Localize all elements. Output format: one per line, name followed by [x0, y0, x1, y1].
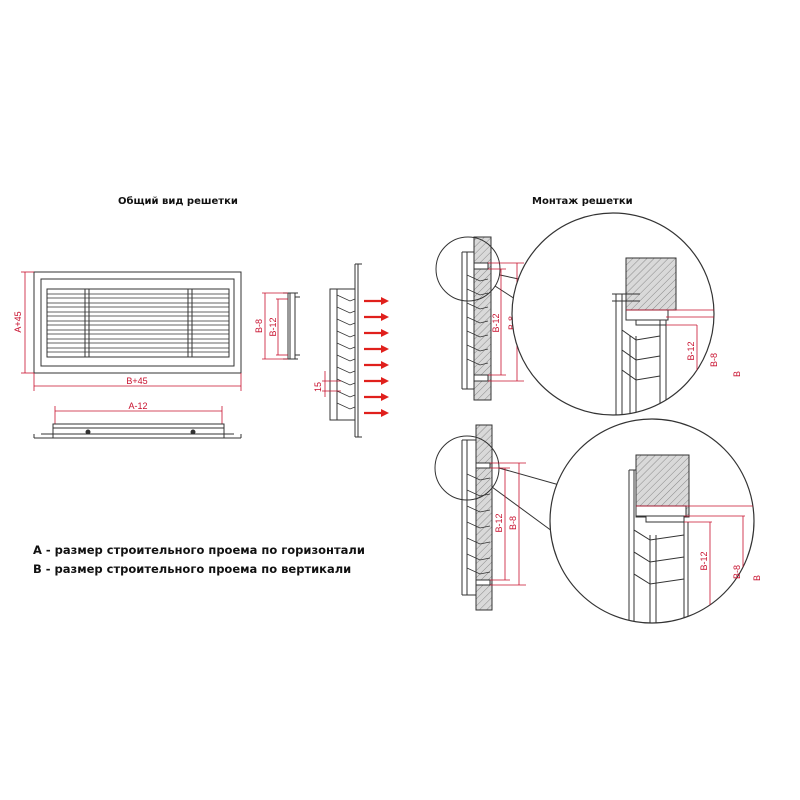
dim-b-detail-top: B	[732, 371, 742, 377]
dim-b-minus-12-detail-bottom: B-12	[699, 551, 709, 570]
detail-top: B-12 B-8 B	[511, 212, 742, 416]
airflow-arrows	[364, 297, 389, 417]
frame-side-view	[283, 292, 300, 360]
front-dimensions	[21, 271, 242, 424]
dim-a-minus-12: A-12	[128, 401, 147, 411]
dim-b-minus-8-detail-bottom: B-8	[732, 565, 742, 579]
dim-b-minus-8-detail-top: B-8	[709, 353, 719, 367]
legend-a: A - размер строительного проема по гориз…	[33, 543, 365, 557]
dim-a-plus-45: A+45	[13, 311, 23, 332]
frame-dimensions	[262, 292, 288, 360]
dim-b-minus-8: B-8	[254, 319, 264, 333]
general-view-title: Общий вид решетки	[118, 196, 238, 207]
dim-15: 15	[313, 382, 323, 392]
dim-b-minus-12-detail-top: B-12	[686, 341, 696, 360]
dim-b-detail-bottom: B	[752, 575, 762, 581]
grille-section-view	[329, 263, 362, 438]
detail-bottom: B-12 B-8 B	[549, 418, 762, 624]
grille-bottom-view	[33, 423, 242, 439]
dim-b-minus-12-bottom: B-12	[494, 513, 504, 532]
mounting-bottom-section: B-8 B-12	[434, 424, 578, 611]
legend-b: B - размер строительного проема по верти…	[33, 562, 352, 576]
mounting-title: Монтаж решетки	[532, 196, 633, 207]
dim-b-minus-8-bottom: B-8	[508, 516, 518, 530]
grille-front-view	[33, 271, 242, 374]
dim-b-minus-12-side: B-12	[268, 317, 278, 336]
dim-b-minus-12-top: B-12	[491, 313, 501, 332]
grille-louvers	[47, 293, 229, 353]
dim-b-plus-45: B+45	[126, 376, 147, 386]
louver-pitch-dimension	[322, 371, 341, 397]
